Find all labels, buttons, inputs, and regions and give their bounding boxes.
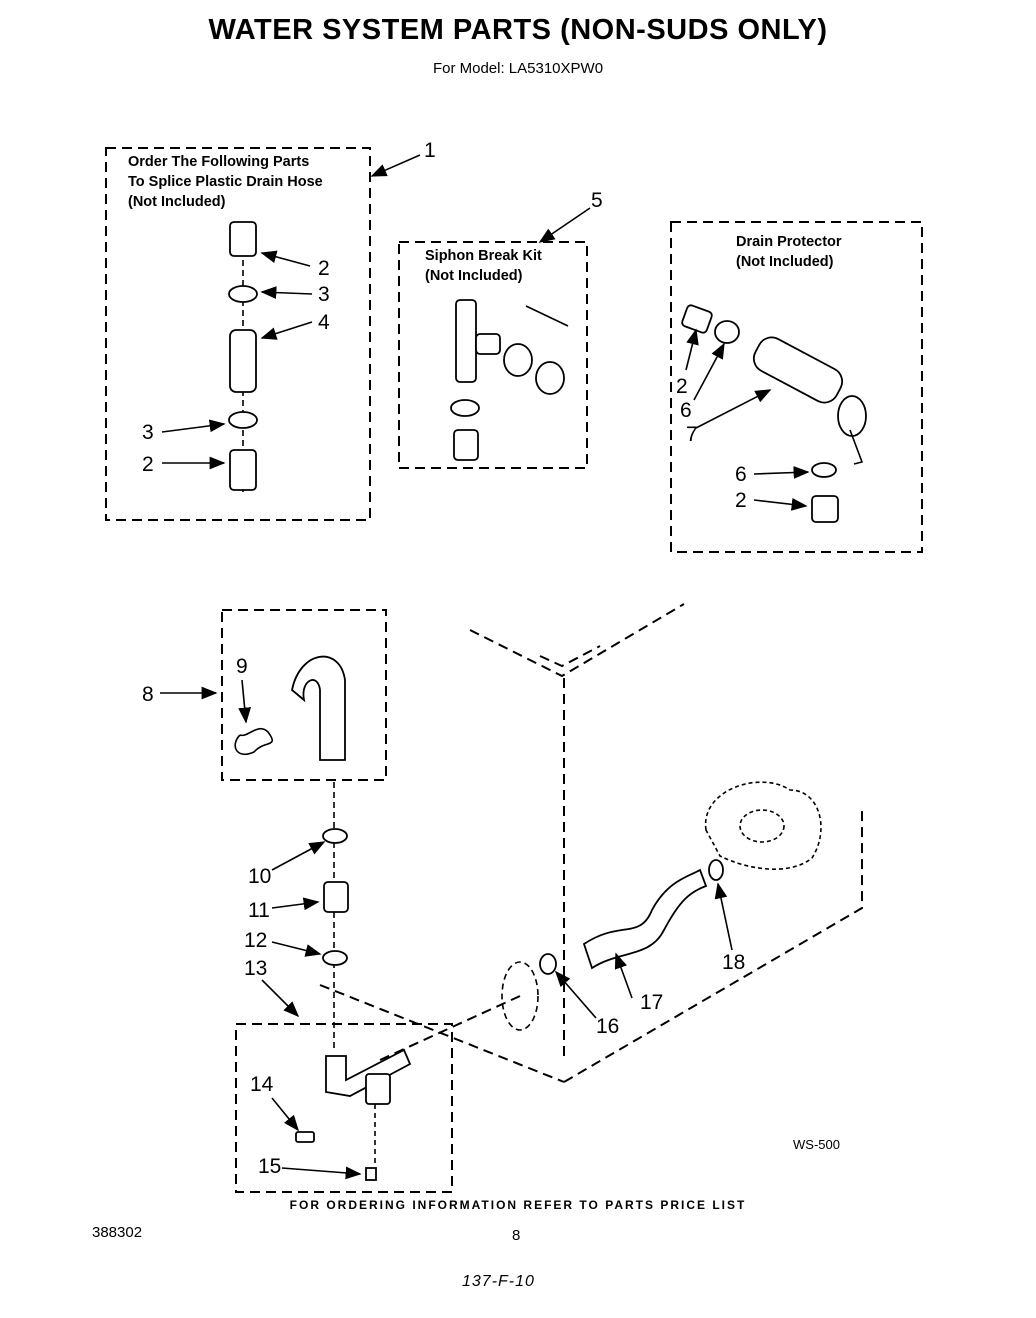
callout-4: 4 <box>318 311 330 334</box>
callout-14: 14 <box>250 1073 274 1096</box>
callout-17: 17 <box>640 991 664 1014</box>
callout-10: 10 <box>248 865 272 888</box>
page-number: 8 <box>512 1227 521 1244</box>
callout-2a: 2 <box>318 257 330 280</box>
callout-8: 8 <box>142 683 154 706</box>
siphon-kit-label: Siphon Break Kit (Not Included) <box>425 246 542 286</box>
hose-17 <box>582 868 708 970</box>
callout-11: 11 <box>248 899 270 922</box>
splice-kit-label: Order The Following Parts To Splice Plas… <box>128 152 323 212</box>
drain-hose-box <box>221 609 387 781</box>
page-title: WATER SYSTEM PARTS (NON-SUDS ONLY) <box>208 14 828 46</box>
callout-7: 7 <box>686 423 698 446</box>
callout-1: 1 <box>424 139 436 162</box>
callout-13: 13 <box>244 957 268 980</box>
splice-kit-box <box>105 147 371 521</box>
splice-kit-line2: To Splice Plastic Drain Hose <box>128 174 323 190</box>
pump <box>705 781 822 870</box>
diagram-code: WS-500 <box>793 1137 840 1152</box>
drain-protector-label: Drain Protector (Not Included) <box>736 232 842 272</box>
drain-adapter <box>295 1048 412 1181</box>
callout-3b: 3 <box>142 421 154 444</box>
handwritten-note: 137-F-10 <box>462 1273 535 1290</box>
callout-15: 15 <box>258 1155 282 1178</box>
siphon-kit-line2: (Not Included) <box>425 268 523 284</box>
drain-hose <box>234 655 346 761</box>
siphon-kit-line1: Siphon Break Kit <box>425 248 542 264</box>
siphon-parts <box>450 299 569 461</box>
callout-6b: 6 <box>735 463 747 486</box>
ordering-note: FOR ORDERING INFORMATION REFER TO PARTS … <box>289 1198 747 1212</box>
model-subtitle: For Model: LA5310XPW0 <box>432 60 604 77</box>
callout-2c: 2 <box>676 375 688 398</box>
callout-16: 16 <box>596 1015 620 1038</box>
callout-9: 9 <box>236 655 248 678</box>
document-number: 388302 <box>92 1224 143 1241</box>
callout-12: 12 <box>244 929 268 952</box>
drain-protector-line1: Drain Protector <box>736 234 842 250</box>
splice-kit-line3: (Not Included) <box>128 194 226 210</box>
splice-parts <box>228 221 258 492</box>
drain-protector-box <box>670 221 923 553</box>
callout-6a: 6 <box>680 399 692 422</box>
callout-2b: 2 <box>142 453 154 476</box>
drain-protector-line2: (Not Included) <box>736 254 834 270</box>
callout-18: 18 <box>722 951 746 974</box>
callout-5: 5 <box>591 189 603 212</box>
callout-3a: 3 <box>318 283 330 306</box>
splice-kit-line1: Order The Following Parts <box>128 154 310 170</box>
callout-2d: 2 <box>735 489 747 512</box>
drain-protector-parts <box>681 304 867 523</box>
cabinet-outline <box>319 603 863 1083</box>
